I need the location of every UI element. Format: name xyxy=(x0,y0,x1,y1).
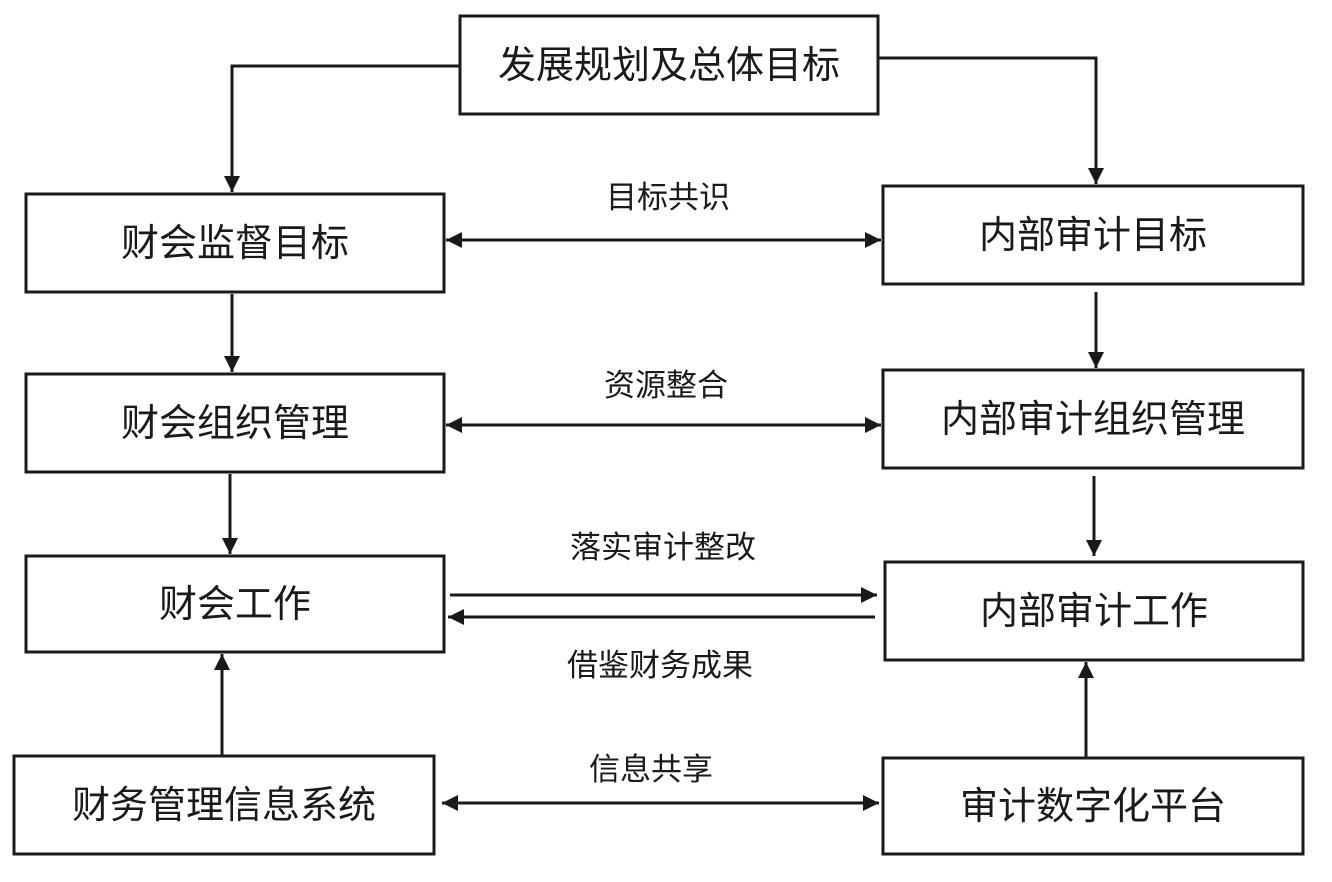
node-financial-work-label: 财会工作 xyxy=(159,582,311,626)
node-internal-audit-goal: 内部审计目标 xyxy=(881,184,1305,286)
arrow-plan-to-audit-goal xyxy=(878,56,1104,184)
node-financial-supervision-goal: 财会监督目标 xyxy=(24,192,446,294)
node-financial-info-system-label: 财务管理信息系统 xyxy=(72,783,376,827)
node-financial-info-system: 财务管理信息系统 xyxy=(12,754,436,856)
node-internal-audit-goal-label: 内部审计目标 xyxy=(979,213,1207,257)
node-audit-digital-platform-label: 审计数字化平台 xyxy=(960,784,1226,828)
label-resource-integration: 资源整合 xyxy=(604,368,728,404)
node-internal-audit-org-management: 内部审计组织管理 xyxy=(881,368,1305,470)
node-development-plan-label: 发展规划及总体目标 xyxy=(498,43,840,87)
node-financial-org-management-label: 财会组织管理 xyxy=(121,401,349,445)
node-development-plan: 发展规划及总体目标 xyxy=(458,14,880,116)
label-learn-financial-results: 借鉴财务成果 xyxy=(567,648,753,684)
node-financial-org-management: 财会组织管理 xyxy=(24,372,446,474)
label-info-sharing: 信息共享 xyxy=(589,752,713,788)
node-internal-audit-org-management-label: 内部审计组织管理 xyxy=(941,397,1245,441)
node-audit-digital-platform: 审计数字化平台 xyxy=(881,756,1305,856)
node-internal-audit-work: 内部审计工作 xyxy=(883,560,1305,662)
node-financial-work: 财会工作 xyxy=(24,554,446,654)
label-rectification: 落实审计整改 xyxy=(570,530,756,566)
node-financial-supervision-goal-label: 财会监督目标 xyxy=(121,221,349,265)
node-internal-audit-work-label: 内部审计工作 xyxy=(980,589,1208,633)
label-goal-consensus: 目标共识 xyxy=(606,180,730,216)
arrow-plan-to-financial-goal xyxy=(224,64,460,192)
